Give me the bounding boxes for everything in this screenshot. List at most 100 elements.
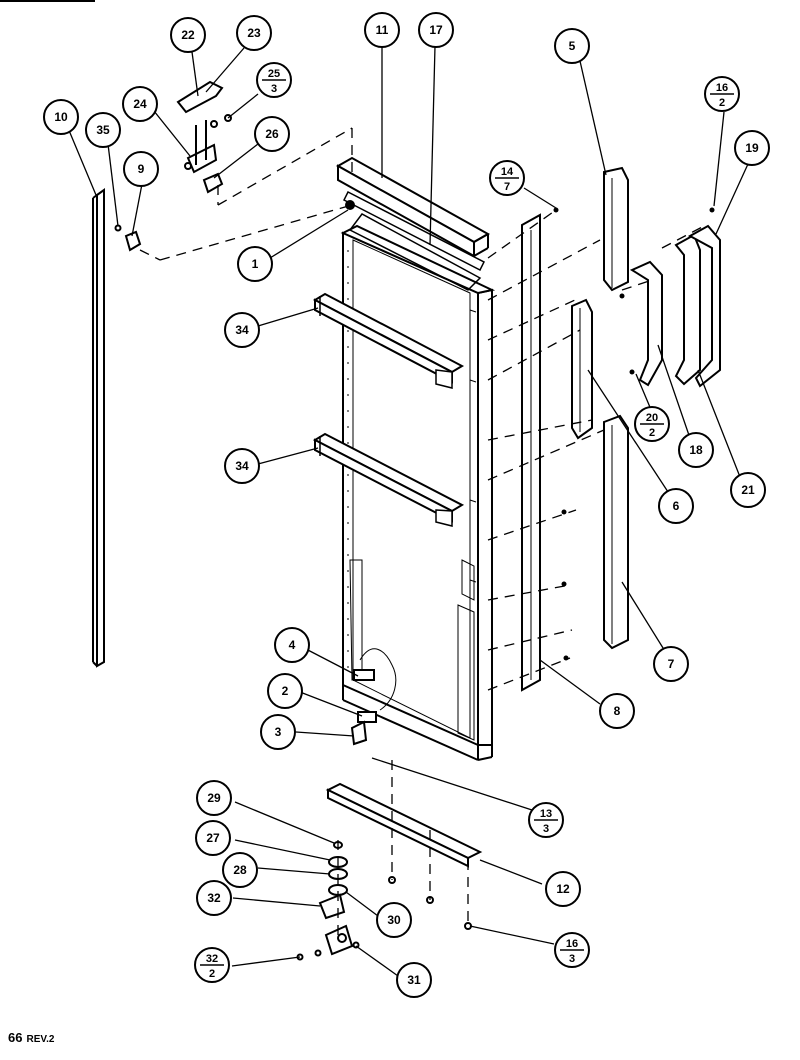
- callout-number: 14: [501, 166, 514, 178]
- callout-3: 3: [260, 714, 296, 750]
- top-cap-11: [335, 156, 491, 272]
- callout-9: 9: [123, 151, 159, 187]
- callout-circle: [236, 15, 272, 51]
- callout-circle: [196, 780, 232, 816]
- callout-circle: [123, 151, 159, 187]
- page-number: 66: [8, 1030, 23, 1045]
- callout-circle: [599, 693, 635, 729]
- callout-5: 5: [554, 28, 590, 64]
- bracket-9: [114, 224, 142, 252]
- callout-number: 34: [235, 459, 249, 473]
- callout-number: 16: [566, 938, 578, 950]
- callout-22: 22: [170, 17, 206, 53]
- callout-number: 25: [268, 68, 280, 80]
- callout-34: 34: [224, 448, 260, 484]
- callout-number: 28: [233, 863, 247, 877]
- callout-circle: [224, 448, 260, 484]
- callout-34: 34: [224, 312, 260, 348]
- callout-32-2: 322: [194, 947, 230, 983]
- callout-circle: [658, 488, 694, 524]
- callout-1: 1: [237, 246, 273, 282]
- callout-18: 18: [678, 432, 714, 468]
- callout-number: 3: [275, 725, 282, 739]
- callout-number: 6: [673, 499, 680, 513]
- callout-circle: [85, 112, 121, 148]
- callout-14-7: 147: [489, 160, 525, 196]
- callout-circle: [376, 902, 412, 938]
- callout-7: 7: [653, 646, 689, 682]
- callout-6: 6: [658, 488, 694, 524]
- callout-16-2: 162: [704, 76, 740, 112]
- callout-circle: [267, 673, 303, 709]
- shelf-34-lower: [312, 432, 465, 527]
- assembly-guide-lines: [139, 127, 707, 935]
- callout-17: 17: [418, 12, 454, 48]
- bottom-hinge-assembly: [296, 669, 483, 961]
- bracket-6: [571, 298, 593, 440]
- callout-circle: [734, 130, 770, 166]
- strip-8: [521, 213, 541, 692]
- callout-number: 13: [540, 808, 552, 820]
- callout-26: 26: [254, 116, 290, 152]
- callout-21: 21: [730, 472, 766, 508]
- callout-12: 12: [545, 871, 581, 907]
- callout-30: 30: [376, 902, 412, 938]
- callout-number: 18: [689, 443, 703, 457]
- callout-8: 8: [599, 693, 635, 729]
- callout-16-3: 163: [554, 932, 590, 968]
- callout-19: 19: [734, 130, 770, 166]
- handle-assembly: [629, 224, 721, 388]
- callout-quantity: 7: [504, 181, 510, 193]
- callout-13-3: 133: [528, 802, 564, 838]
- callout-number: 34: [235, 323, 249, 337]
- callout-quantity: 3: [569, 953, 575, 965]
- callout-number: 16: [716, 82, 728, 94]
- callout-number: 19: [745, 141, 759, 155]
- callout-circle: [730, 472, 766, 508]
- callout-20-2: 202: [634, 406, 670, 442]
- screw-dots: [345, 200, 715, 661]
- callout-number: 20: [646, 412, 658, 424]
- callout-quantity: 2: [209, 968, 215, 980]
- callout-circle: [195, 820, 231, 856]
- callout-circle: [418, 12, 454, 48]
- callout-circle: [653, 646, 689, 682]
- callout-number: 30: [387, 913, 401, 927]
- strip-10: [92, 188, 105, 668]
- callout-number: 32: [206, 953, 218, 965]
- callout-number: 8: [614, 704, 621, 718]
- callout-31: 31: [396, 962, 432, 998]
- callout-circle: [254, 116, 290, 152]
- callout-number: 23: [247, 26, 261, 40]
- callout-circle: [364, 12, 400, 48]
- callout-quantity: 2: [649, 427, 655, 439]
- revision-label: REV.2: [26, 1034, 55, 1045]
- callout-25-3: 253: [256, 62, 292, 98]
- callout-number: 32: [207, 891, 221, 905]
- callout-number: 11: [376, 23, 389, 37]
- callout-number: 31: [407, 973, 421, 987]
- callout-number: 10: [54, 110, 68, 124]
- callout-circle: [122, 86, 158, 122]
- callout-number: 29: [207, 791, 221, 805]
- shelf-34-upper: [312, 292, 465, 389]
- callout-24: 24: [122, 86, 158, 122]
- callout-circle: [554, 28, 590, 64]
- callout-circle: [43, 99, 79, 135]
- bracket-5: [603, 166, 629, 292]
- callout-circle: [545, 871, 581, 907]
- top-hinge-assembly: [176, 80, 232, 194]
- callout-quantity: 3: [543, 823, 549, 835]
- callout-circle: [237, 246, 273, 282]
- callout-quantity: 2: [719, 97, 725, 109]
- callout-circle: [260, 714, 296, 750]
- callout-number: 21: [741, 483, 755, 497]
- callout-circle: [196, 880, 232, 916]
- callout-circle: [222, 852, 258, 888]
- callout-circle: [170, 17, 206, 53]
- callout-number: 4: [289, 638, 296, 652]
- callout-29: 29: [196, 780, 232, 816]
- callout-number: 27: [206, 831, 220, 845]
